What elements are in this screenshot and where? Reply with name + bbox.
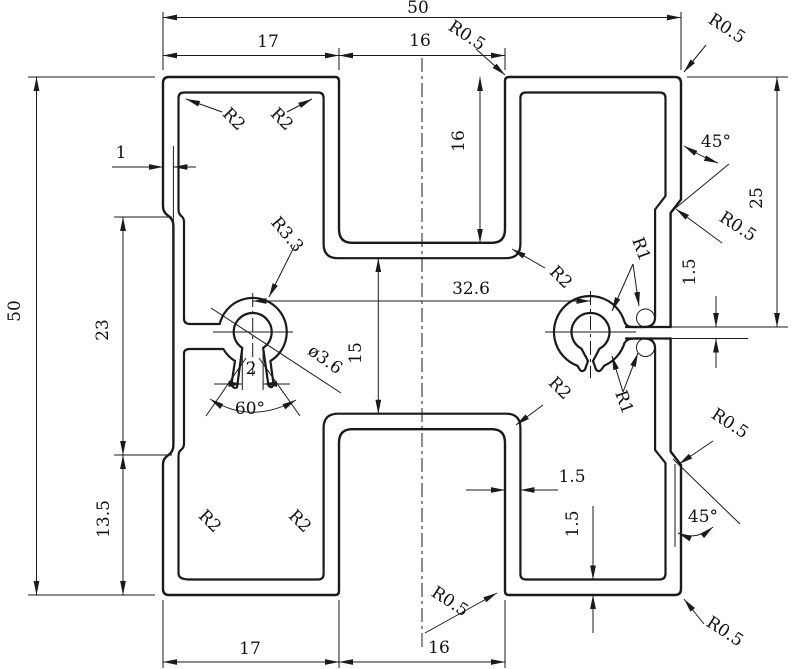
right-wall-slit — [624, 308, 672, 357]
r05-slot-mouth-label: R0.5 — [445, 17, 489, 55]
r05-top-right-label: R0.5 — [705, 10, 749, 48]
dim-1-5-slit-label: 1.5 — [680, 258, 700, 285]
r2-tl-left-label: R2 — [218, 104, 249, 135]
r2-bottom-slot-label: R2 — [544, 373, 575, 404]
profile-outer-outline — [161, 75, 683, 597]
dim-17-bottom-label: 17 — [239, 639, 261, 659]
deg-60-label: 60° — [235, 399, 265, 419]
r2-bl-left-label: R2 — [194, 506, 225, 537]
dim-13-5-label: 13.5 — [94, 500, 114, 538]
r3-3-label: R3.3 — [266, 213, 307, 256]
center-lines — [213, 58, 636, 648]
r1-fillet-circle-upper — [636, 308, 655, 328]
dimension-lines — [33, 14, 780, 665]
r05-bottom-corner-label: R0.5 — [703, 613, 747, 651]
dim-15-label: 15 — [346, 342, 366, 364]
dim-25-label: 25 — [747, 187, 767, 209]
dim-16-bottom-label: 16 — [428, 638, 450, 658]
dim-2-label: 2 — [246, 359, 257, 379]
dim-16-top-slot-label: 16 — [449, 130, 469, 152]
dim-1-5-wall-h-label: 1.5 — [558, 467, 585, 487]
dim-16-top-label: 16 — [409, 31, 431, 51]
r1-upper-label: R1 — [627, 235, 654, 264]
dimension-labels: 50 17 16 R0.5 R0.5 50 1 23 13.5 R2 R2 16… — [5, 0, 767, 659]
r1-lower-label: R1 — [610, 388, 637, 417]
dim-overall-width-label: 50 — [407, 0, 429, 18]
r05-lower-right-label: R0.5 — [708, 405, 752, 443]
extension-lines — [28, 12, 788, 668]
leader-lines — [185, 44, 723, 634]
dim-17-top-label: 17 — [257, 32, 279, 52]
r05-bottom-slot-label: R0.5 — [428, 583, 472, 621]
deg-45-bottom-label: 45° — [688, 507, 718, 527]
r2-top-slot-label: R2 — [545, 262, 576, 293]
r05-mid-right-label: R0.5 — [716, 208, 760, 246]
dim-32-6-label: 32.6 — [452, 279, 490, 299]
dim-23-label: 23 — [93, 319, 113, 341]
deg-45-top-label: 45° — [701, 132, 731, 152]
dim-1-5-wall-v-label: 1.5 — [563, 510, 583, 537]
r2-bl-right-label: R2 — [284, 506, 315, 537]
dim-1-label: 1 — [116, 143, 127, 163]
r1-fillet-circle-lower — [636, 338, 655, 357]
dim-overall-height-label: 50 — [5, 300, 25, 322]
